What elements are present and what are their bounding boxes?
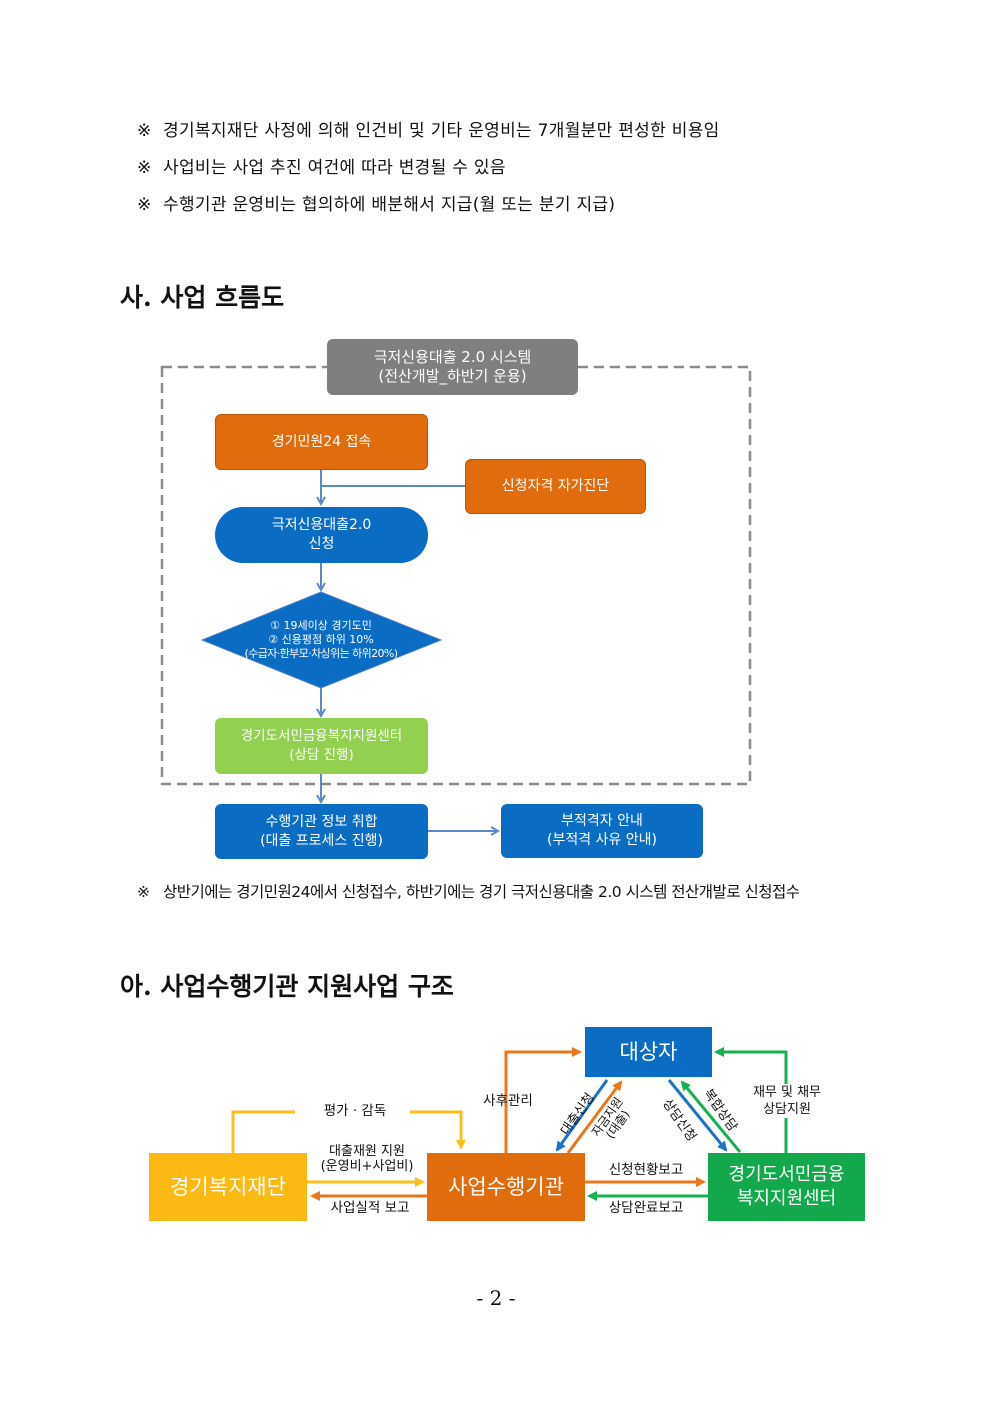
step-access-box: 경기민원24 접속	[215, 414, 428, 470]
note-text: 수행기관 운영비는 협의하에 배분해서 지급(월 또는 분기 지급)	[163, 195, 616, 215]
label-debt-support-line2: 상담지원	[763, 1102, 811, 1117]
step-apply-terminal: 극저신용대출2.0 신청	[215, 507, 428, 563]
center-label-line2: 복지지원센터	[736, 1188, 837, 1209]
decision-criterion-credit: ② 신용평점 하위 10%	[268, 633, 374, 646]
label-complex-counsel: 복합상담	[700, 1086, 740, 1135]
target-label: 대상자	[619, 1039, 678, 1064]
label-counsel-apply: 상담신청	[659, 1096, 699, 1145]
step-counsel-line1: 경기도서민금융복지지원센터	[240, 728, 403, 744]
foundation-box: 경기복지재단	[149, 1153, 307, 1221]
label-funding-line2: (운영비+사업비)	[320, 1159, 414, 1174]
system-box-subtitle: (전산개발_하반기 운용)	[378, 367, 527, 385]
step-apply-line2: 신청	[308, 536, 335, 552]
note-operating-cost: ※ 수행기관 운영비는 협의하에 배분해서 지급(월 또는 분기 지급)	[137, 190, 615, 215]
foundation-label: 경기복지재단	[170, 1174, 286, 1199]
step-apply-line1: 극저신용대출2.0	[271, 517, 372, 533]
step-ineligible-line2: (부적격 사유 안내)	[547, 832, 657, 848]
agency-label: 사업수행기관	[448, 1174, 564, 1199]
note-project-cost: ※ 사업비는 사업 추진 여건에 따라 변경될 수 있음	[137, 153, 506, 178]
note-application-period: ※ 상반기에는 경기민원24에서 신청접수, 하반기에는 경기 극저신용대출 2.…	[137, 880, 800, 902]
step-selfcheck-box: 신청자격 자가진단	[465, 459, 646, 514]
step-collect-line2: (대출 프로세스 진행)	[260, 832, 383, 849]
flowchart-canvas	[160, 365, 752, 900]
system-box: 극저신용대출 2.0 시스템(전산개발_하반기 운용)	[327, 339, 578, 395]
note-text: 경기복지재단 사정에 의해 인건비 및 기타 운영비는 7개월분만 편성한 비용…	[163, 121, 720, 141]
label-aftercare: 사후관리	[483, 1093, 533, 1109]
decision-criterion-age: ① 19세이상 경기도민	[270, 619, 372, 632]
section-heading-flow: 사. 사업 흐름도	[120, 283, 285, 312]
label-status-report: 신청현황보고	[608, 1162, 684, 1178]
step-ineligible-line1: 부적격자 안내	[561, 813, 643, 829]
step-ineligible-box: 부적격자 안내 (부적격 사유 안내)	[501, 804, 703, 858]
step-counsel-box: 경기도서민금융복지지원센터 (상담 진행)	[215, 718, 428, 774]
label-debt-support: 재무 및 채무 상담지원	[745, 1084, 829, 1118]
page-number: - 2 -	[476, 1286, 516, 1310]
system-box-title: 극저신용대출 2.0 시스템	[373, 348, 532, 366]
note-budget: ※ 경기복지재단 사정에 의해 인건비 및 기타 운영비는 7개월분만 편성한 비…	[137, 116, 720, 141]
agency-box: 사업수행기관	[427, 1153, 585, 1221]
step-collect-line1: 수행기관 정보 취합	[265, 813, 378, 830]
note-text: 사업비는 사업 추진 여건에 따라 변경될 수 있음	[163, 158, 506, 178]
label-funding: 대출재원 지원 (운영비+사업비)	[307, 1144, 427, 1174]
label-funding-line1: 대출재원 지원	[329, 1144, 405, 1159]
note-mark: ※	[137, 158, 152, 178]
decision-criterion-exception: (수급자·한부모·차상위는 하위20%)	[244, 647, 399, 660]
label-evaluation: 평가 · 감독	[323, 1103, 387, 1119]
section-heading-structure: 아. 사업수행기관 지원사업 구조	[120, 972, 454, 1001]
step-counsel-line2: (상담 진행)	[289, 747, 354, 763]
step-collect-box: 수행기관 정보 취합 (대출 프로세스 진행)	[215, 804, 428, 859]
note-mark: ※	[137, 121, 152, 141]
arrow-evaluation-end	[410, 1110, 466, 1150]
label-debt-support-line1: 재무 및 채무	[752, 1085, 822, 1100]
note-text: 상반기에는 경기민원24에서 신청접수, 하반기에는 경기 극저신용대출 2.0…	[163, 883, 800, 901]
target-box: 대상자	[585, 1027, 712, 1077]
step-access-label: 경기민원24 접속	[271, 433, 372, 450]
arrow-evaluation	[231, 1110, 295, 1153]
label-counsel-complete-report: 상담완료보고	[608, 1200, 684, 1216]
center-label-line1: 경기도서민금융	[728, 1164, 845, 1185]
note-mark: ※	[137, 883, 150, 901]
step-selfcheck-label: 신청자격 자가진단	[501, 478, 610, 494]
note-mark: ※	[137, 195, 152, 215]
label-performance-report: 사업실적 보고	[330, 1200, 410, 1216]
